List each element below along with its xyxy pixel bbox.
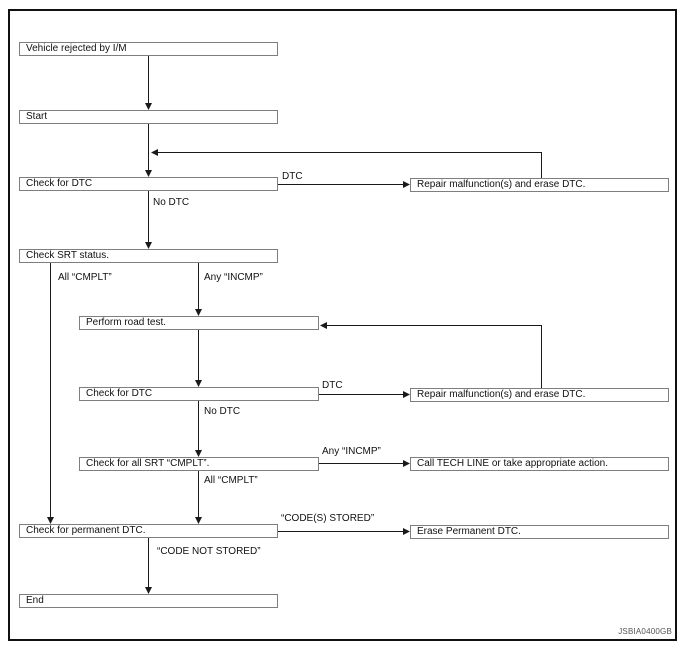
node-repair-malfunction-2: Repair malfunction(s) and erase DTC. [410,388,669,402]
node-check-for-dtc-2: Check for DTC [79,387,319,401]
edge-label-any-incmp-2: Any “INCMP” [322,446,381,457]
node-end: End [19,594,278,608]
edge-label-all-cmplt-2: All “CMPLT” [204,475,258,486]
figure-id: JSBIA0400GB [618,627,672,636]
edge-label-no-dtc-1: No DTC [153,197,190,208]
edge-label-no-dtc-2: No DTC [204,406,241,417]
edge-label-codes-stored: “CODE(S) STORED” [281,513,375,524]
edge-label-code-not-stored: “CODE NOT STORED” [157,546,261,557]
node-repair-malfunction-1: Repair malfunction(s) and erase DTC. [410,178,669,192]
node-erase-permanent-dtc: Erase Permanent DTC. [410,525,669,539]
node-start: Start [19,110,278,124]
edge-label-dtc-2: DTC [322,380,343,391]
edge-label-dtc-1: DTC [282,171,303,182]
node-perform-road-test: Perform road test. [79,316,319,330]
node-call-tech-line: Call TECH LINE or take appropriate actio… [410,457,669,471]
node-check-srt-status: Check SRT status. [19,249,278,263]
node-vehicle-rejected-by-im: Vehicle rejected by I/M [19,42,278,56]
edge-label-all-cmplt-1: All “CMPLT” [58,272,112,283]
edge-label-any-incmp-1: Any “INCMP” [204,272,263,283]
node-check-for-dtc-1: Check for DTC [19,177,278,191]
node-check-all-srt-cmplt: Check for all SRT “CMPLT”. [79,457,319,471]
node-check-permanent-dtc: Check for permanent DTC. [19,524,278,538]
diagram-border [8,9,677,641]
